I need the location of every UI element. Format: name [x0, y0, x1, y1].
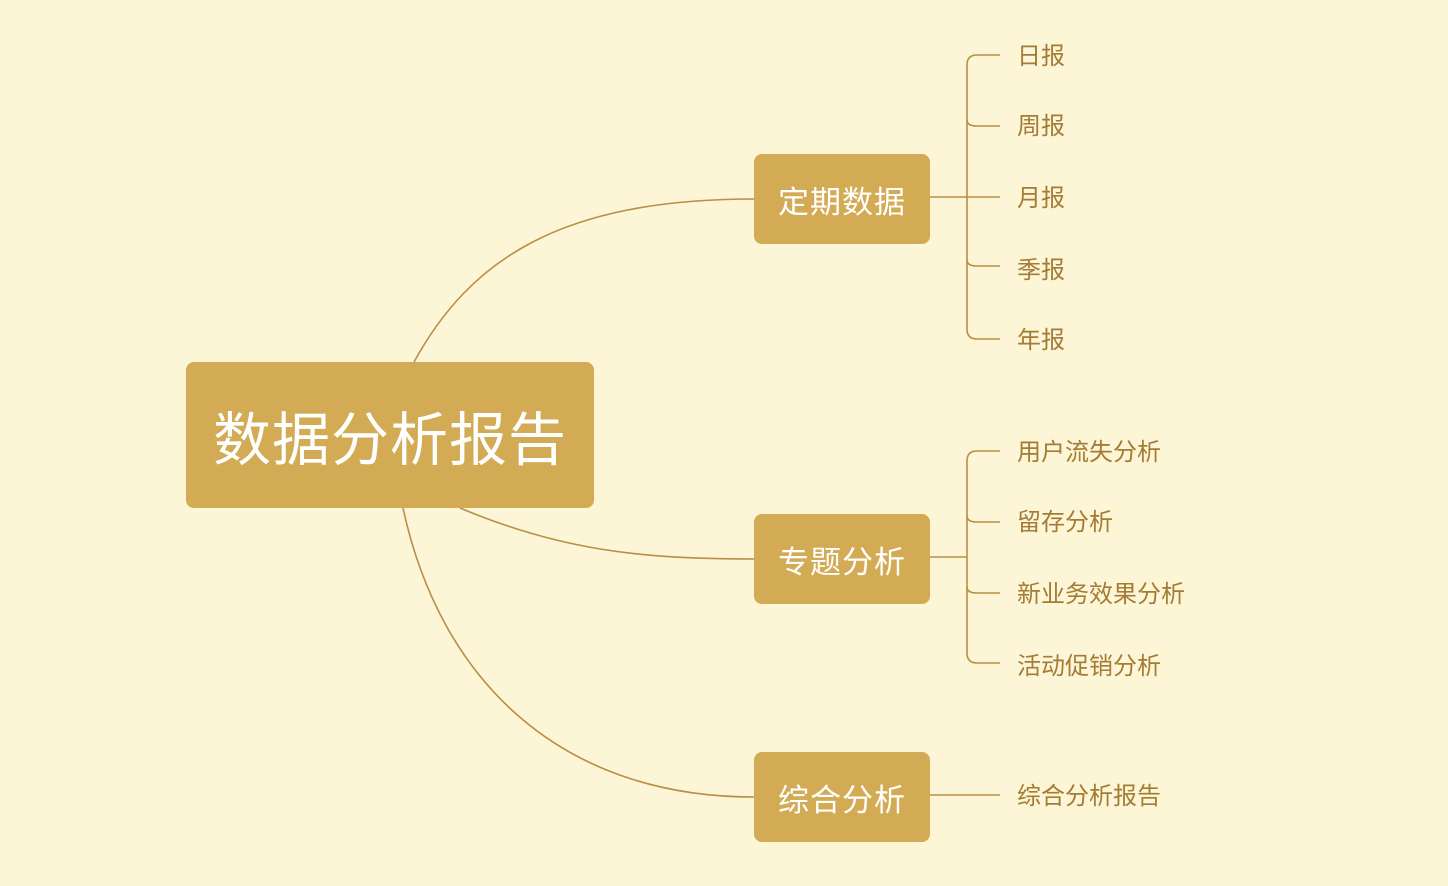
leaf-monthly-report[interactable]: 月报: [1017, 184, 1065, 212]
branch-1-tick-2: [966, 119, 1000, 127]
branch-node-comprehensive-analysis[interactable]: 综合分析: [754, 752, 930, 842]
branch-1-bracket: [966, 54, 1000, 340]
branch-node-regular-data[interactable]: 定期数据: [754, 154, 930, 244]
leaf-daily-report[interactable]: 日报: [1017, 42, 1065, 70]
root-to-branch-3-line: [402, 507, 755, 798]
branch-2-tick-2: [966, 515, 1000, 523]
leaf-comprehensive-report[interactable]: 综合分析报告: [1017, 782, 1161, 810]
root-to-branch-1-line: [413, 198, 755, 363]
root-to-branch-2-line: [459, 507, 755, 560]
branch-1-tick-4: [966, 259, 1000, 267]
leaf-churn-analysis[interactable]: 用户流失分析: [1017, 438, 1161, 466]
leaf-annual-report[interactable]: 年报: [1017, 326, 1065, 354]
leaf-new-business-analysis[interactable]: 新业务效果分析: [1017, 580, 1185, 608]
branch-node-topic-analysis[interactable]: 专题分析: [754, 514, 930, 604]
root-node[interactable]: 数据分析报告: [186, 362, 594, 508]
branch-2-tick-3: [966, 586, 1000, 594]
leaf-retention-analysis[interactable]: 留存分析: [1017, 508, 1113, 536]
leaf-quarterly-report[interactable]: 季报: [1017, 256, 1065, 284]
leaf-weekly-report[interactable]: 周报: [1017, 112, 1065, 140]
branch-2-bracket: [966, 450, 1000, 664]
leaf-promotion-analysis[interactable]: 活动促销分析: [1017, 652, 1161, 680]
